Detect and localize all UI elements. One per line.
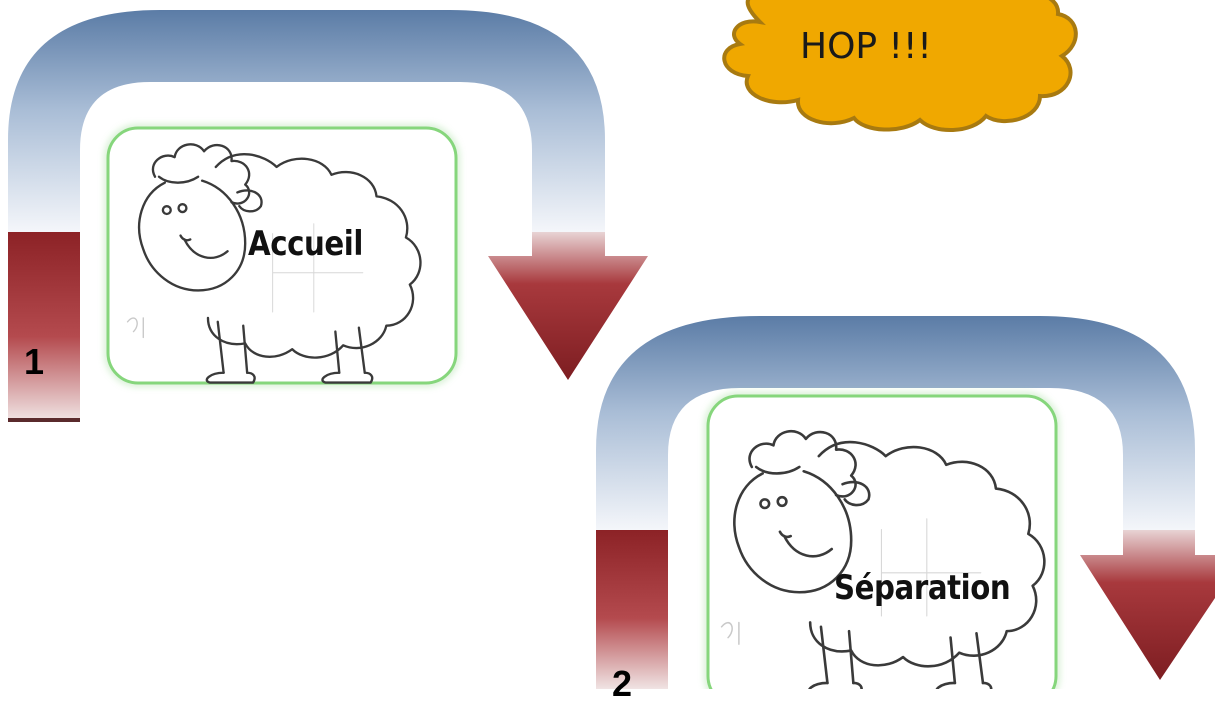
step-2-label: Séparation (834, 568, 1011, 608)
step-2-down-arrow (1080, 530, 1215, 680)
step-2-card (706, 394, 1058, 689)
step-1-card (106, 126, 458, 385)
step-1-group (8, 10, 648, 422)
step-2-arc (596, 316, 1195, 530)
step-2-group (596, 316, 1215, 689)
step-1-number: 1 (24, 341, 45, 382)
process-diagram (8, 0, 1215, 689)
step-1-arc (8, 10, 605, 232)
step-2-number: 2 (612, 663, 633, 704)
step-1-down-arrow (488, 232, 648, 380)
step-1-tail-bar (8, 232, 80, 422)
step-2-tail-bar (596, 530, 668, 689)
step-1-label: Accueil (248, 224, 363, 264)
hop-callout-cloud (722, 0, 1078, 133)
hop-callout-text: HOP !!! (800, 26, 932, 67)
